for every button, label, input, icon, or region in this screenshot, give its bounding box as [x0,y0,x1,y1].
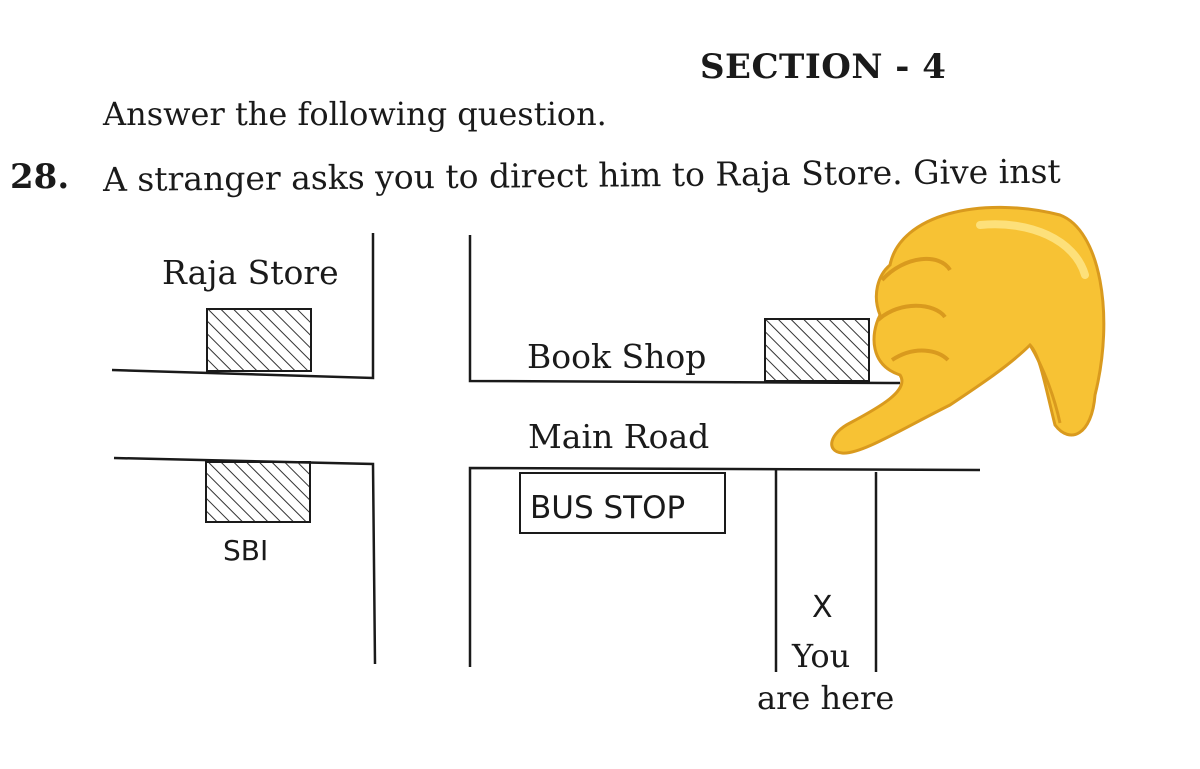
section-heading: SECTION - 4 [700,47,947,87]
raja-store-label: Raja Store [162,253,339,292]
road-edge-bottom-left [113,456,377,665]
bus-stop-box [519,472,726,534]
sbi-label: SBI [223,534,269,567]
book-shop-label: Book Shop [527,337,707,376]
you-are-here-line1: You [792,637,851,675]
road-edge-top-left [111,233,375,380]
book-shop-building [764,318,870,382]
main-road-label: Main Road [528,417,710,456]
you-are-here-line2: are here [757,679,895,717]
raja-store-building [206,308,312,372]
road-edge-top-right [468,235,901,385]
question-number: 28. [10,157,70,197]
pointing-hand-icon [830,205,1106,455]
position-marker: X [812,590,833,625]
sbi-building [205,461,311,523]
bus-stop-label: BUS STOP [530,490,686,526]
road-edge-bottom-right [468,466,981,667]
instruction-text: Answer the following question. [103,95,607,133]
